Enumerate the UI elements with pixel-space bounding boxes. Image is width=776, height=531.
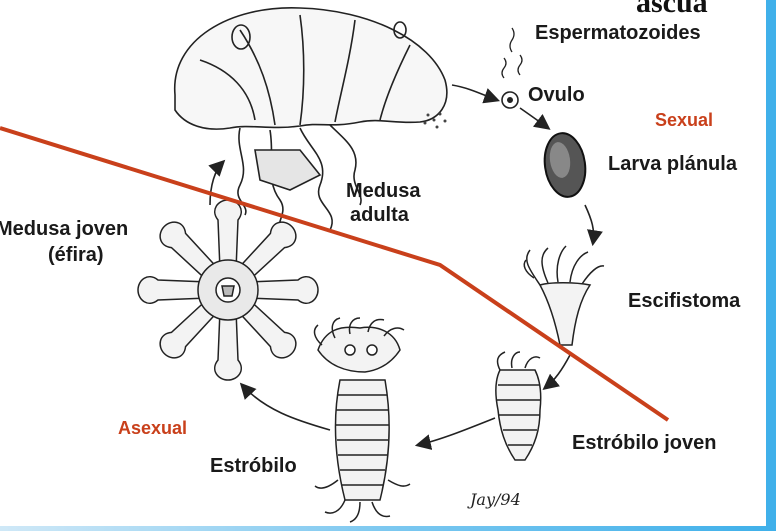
signature: Jay/94: [467, 490, 521, 509]
label-sexual: Sexual: [655, 110, 713, 131]
label-medusa-joven-line1: Medusa joven: [0, 218, 128, 242]
larva-planula-drawing: [541, 131, 590, 200]
espermatozoides-drawing: [502, 28, 522, 78]
arrow-young-strobila-to-strobila: [418, 418, 495, 445]
label-ovulo: Ovulo: [528, 84, 585, 108]
label-medusa-adulta-line1: Medusa: [346, 180, 420, 204]
estrobilo-joven-drawing: [496, 352, 541, 460]
label-larva-planula: Larva plánula: [608, 153, 737, 177]
arrow-polyp-to-young-strobila: [545, 355, 570, 388]
arrow-strobila-to-ephyra: [242, 385, 330, 430]
label-estrobilo-joven: Estróbilo joven: [572, 432, 716, 456]
label-espermatozoides: Espermatozoides: [535, 22, 701, 46]
arrow-adult-to-ovule: [452, 85, 497, 100]
arrow-larva-to-polyp: [585, 205, 594, 243]
ovulo-drawing: [502, 92, 518, 108]
label-estrobilo: Estróbilo: [210, 455, 297, 479]
arrow-ovule-to-larva: [520, 108, 548, 128]
label-medusa-joven-line2: (éfira): [48, 244, 104, 268]
estrobilo-drawing: [315, 318, 410, 522]
label-asexual: Asexual: [118, 418, 187, 439]
label-escifistoma: Escifistoma: [628, 290, 740, 314]
label-medusa-adulta-line2: adulta: [350, 204, 409, 228]
efira-drawing: [138, 200, 318, 380]
